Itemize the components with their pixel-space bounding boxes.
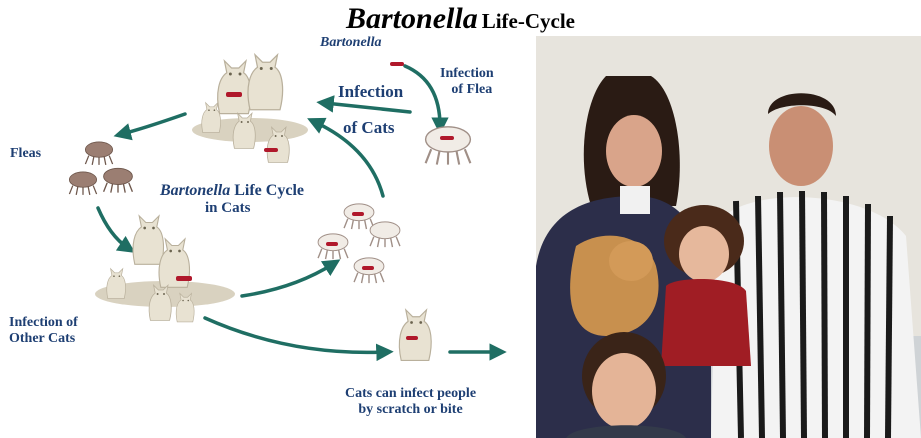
center-label-line2: in Cats (160, 200, 304, 217)
right-fleas (318, 204, 400, 283)
left-fleas (69, 142, 132, 195)
infection-other-cats-label: Infection of Other Cats (9, 315, 78, 347)
infection-of-cats-line2: of Cats (343, 118, 394, 138)
toddler-face (679, 226, 729, 282)
family-photo-illustration (536, 36, 921, 438)
bartonella-label: Bartonella (320, 35, 381, 51)
family-photo (536, 36, 921, 438)
woman-collar (620, 186, 650, 214)
arrow-cats-to-fleas (122, 114, 185, 134)
infected-flea (426, 127, 471, 165)
arrow-to-flea (405, 66, 440, 126)
life-cycle-diagram: Bartonella Infection of Flea Infection o… (0, 36, 530, 438)
center-label: Bartonella Life Cycle in Cats (160, 182, 304, 218)
arrow-fleas-to-cats (98, 208, 128, 248)
center-label-rest: Life Cycle (234, 182, 304, 199)
lower-cat-group (95, 216, 235, 322)
people-line2: by scratch or bite (345, 402, 476, 418)
boy-face (592, 353, 656, 429)
infection-of-flea-line2: of Flea (440, 82, 494, 98)
title-italic: Bartonella (346, 2, 478, 35)
infection-of-cats-line1: Infection (338, 82, 403, 102)
arrow-to-person-cat (205, 318, 385, 352)
people-label: Cats can infect people by scratch or bit… (345, 386, 476, 418)
top-cat-group (192, 55, 308, 163)
arrow-cats-to-fleas-2 (242, 264, 333, 296)
infection-of-flea-label: Infection of Flea (440, 66, 494, 98)
center-label-italic: Bartonella (160, 182, 230, 199)
fleas-label: Fleas (10, 146, 41, 162)
infection-other-cats-line2: Other Cats (9, 331, 78, 347)
woman-face (606, 115, 662, 187)
toddler-shirt (661, 279, 751, 366)
bacteria-icon (390, 62, 404, 66)
infection-other-cats-line1: Infection of (9, 315, 78, 331)
infecting-cat (399, 310, 431, 361)
people-line1: Cats can infect people (345, 386, 476, 402)
title-rest: Life-Cycle (482, 9, 575, 33)
man-face (769, 106, 833, 186)
infection-of-flea-line1: Infection (440, 66, 494, 82)
arrow-flea-to-cats (325, 103, 410, 112)
